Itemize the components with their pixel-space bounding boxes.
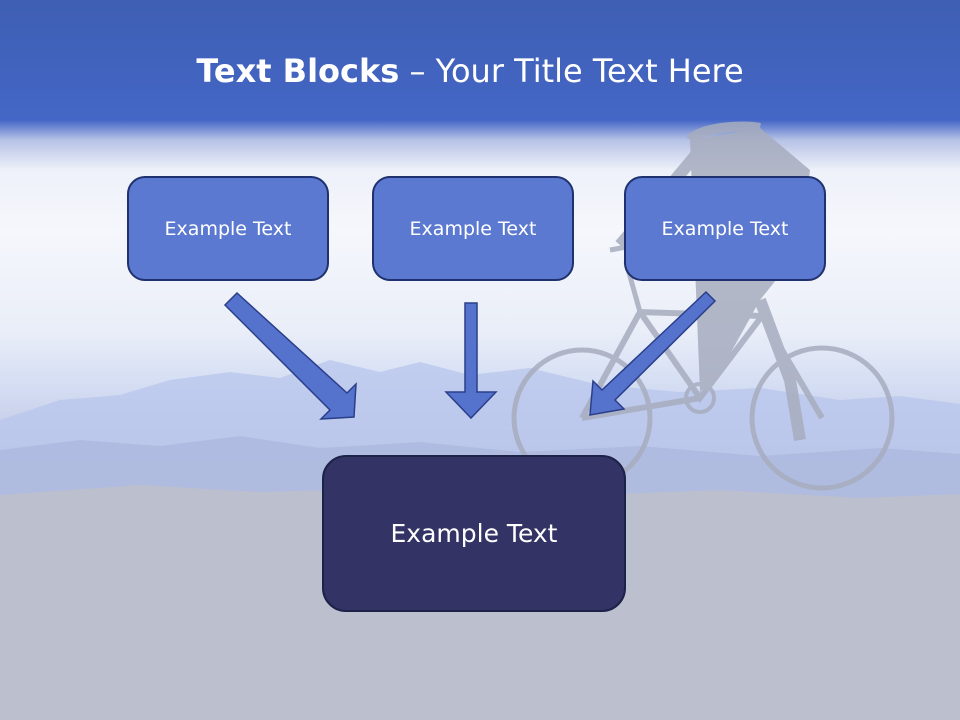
title-rest: Your Title Text Here (435, 52, 744, 90)
title-bold: Text Blocks (196, 52, 400, 90)
title-separator: – (399, 52, 436, 90)
target-block-label: Example Text (390, 519, 558, 548)
text-block-3-label: Example Text (661, 217, 789, 240)
text-block-2-label: Example Text (409, 217, 537, 240)
text-block-3: Example Text (624, 176, 826, 281)
page-title: Text Blocks – Your Title Text Here (0, 52, 940, 90)
arrow-left-diagonal (223, 291, 357, 420)
text-block-1-label: Example Text (164, 217, 292, 240)
text-block-1: Example Text (127, 176, 329, 281)
arrow-right-diagonal (589, 290, 717, 416)
target-block: Example Text (322, 455, 626, 612)
arrow-center-down (444, 302, 498, 420)
text-block-2: Example Text (372, 176, 574, 281)
